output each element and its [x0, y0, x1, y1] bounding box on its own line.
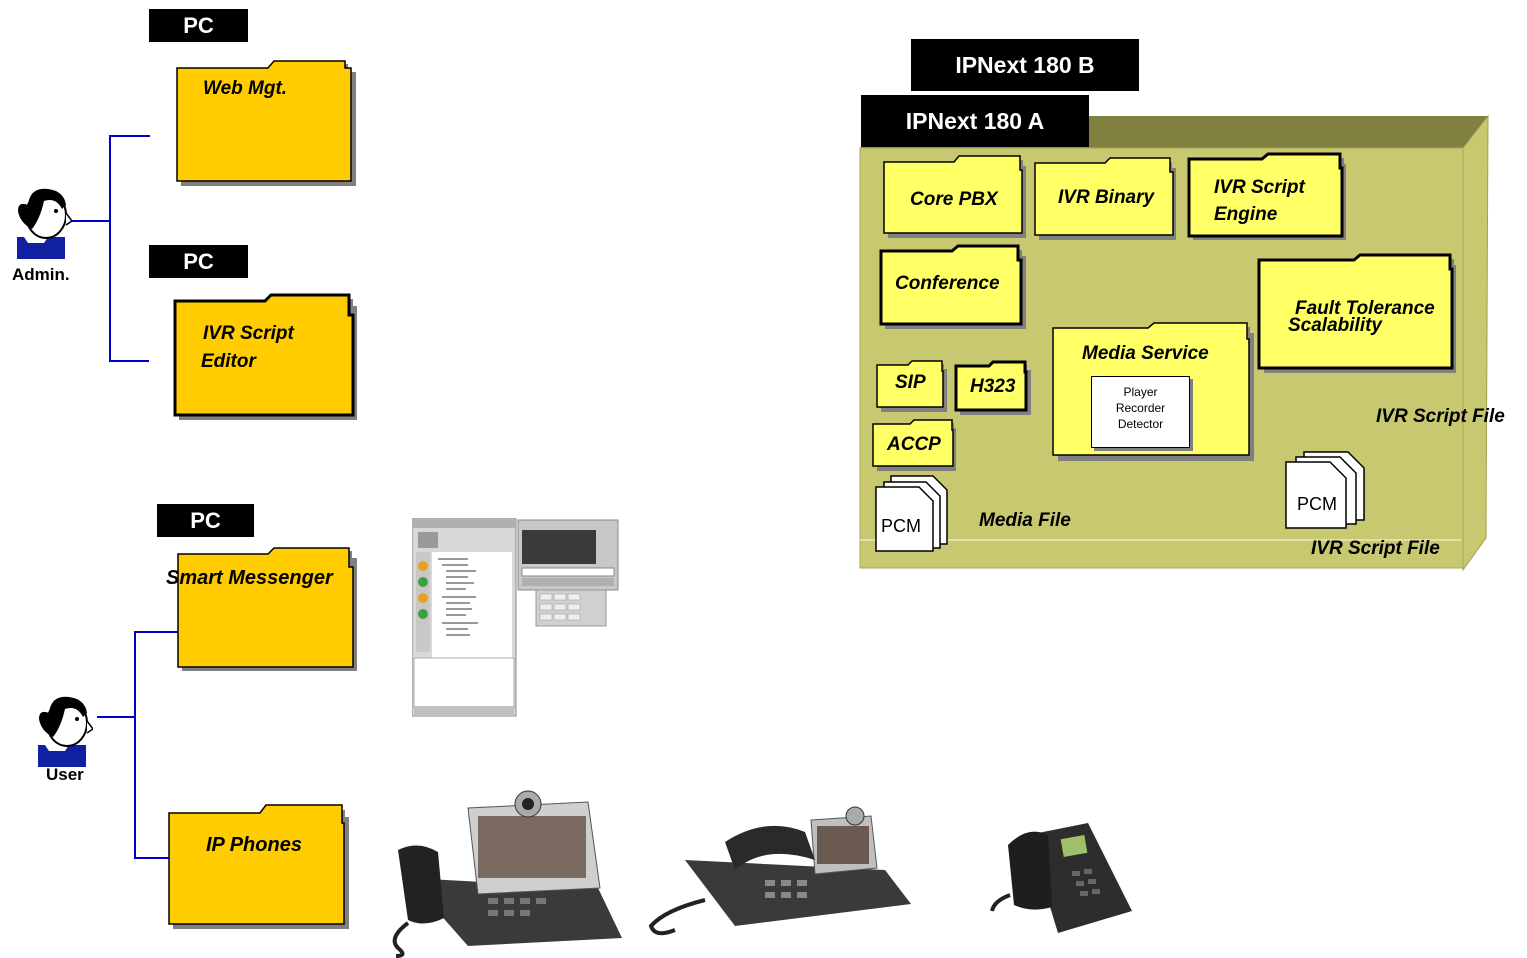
ivr-script-file-label-top: IVR Script File	[1376, 406, 1505, 427]
media-service-folder[interactable]: Media Service Player Recorder Detector	[1052, 322, 1254, 461]
folder-icon	[883, 155, 1026, 238]
ip-phones-folder[interactable]: IP Phones	[167, 804, 349, 929]
pcm-left-label: PCM	[881, 516, 921, 536]
pc-label-messenger: PC	[157, 504, 254, 537]
admin-connector-top	[109, 135, 150, 137]
ipnext-b-label: IPNext 180 B	[911, 39, 1139, 91]
folder-icon	[177, 547, 357, 671]
core-pbx-label: Core PBX	[910, 189, 998, 210]
video-phone-1	[392, 790, 622, 958]
user-connector-bottom	[134, 857, 169, 859]
folder-icon	[173, 293, 357, 420]
media-service-label: Media Service	[1082, 343, 1209, 364]
pc-label-editor: PC	[149, 245, 248, 278]
folder-icon	[1257, 253, 1456, 373]
user-connector-v	[134, 631, 136, 859]
folder-icon	[1187, 152, 1346, 240]
player-label: Player	[1123, 385, 1158, 399]
file-stack-icon	[1285, 451, 1365, 529]
web-mgt-folder[interactable]: Web Mgt.	[175, 60, 356, 186]
pcm-file-stack-left: PCM	[873, 474, 953, 552]
fault-tolerance-label-2: Scalability	[1288, 315, 1382, 336]
detector-label: Detector	[1117, 417, 1164, 431]
accp-label: ACCP	[887, 434, 941, 455]
core-pbx-folder[interactable]: Core PBX	[883, 155, 1026, 238]
pcm-right-label: PCM	[1297, 494, 1337, 514]
ipnext-a-label: IPNext 180 A	[861, 95, 1089, 147]
smart-messenger-screenshot	[412, 518, 619, 717]
sip-label: SIP	[895, 372, 926, 393]
admin-label: Admin.	[12, 265, 70, 284]
conference-folder[interactable]: Conference	[879, 244, 1026, 329]
ivr-binary-label: IVR Binary	[1058, 187, 1155, 208]
user-label: User	[46, 765, 84, 784]
pc-label-web: PC	[149, 9, 248, 42]
smart-messenger-folder[interactable]: Smart Messenger	[166, 547, 357, 671]
video-phone-2	[648, 806, 911, 936]
file-stack-icon	[875, 475, 948, 552]
ivr-script-file-label-bottom: IVR Script File	[1311, 538, 1440, 559]
fault-tolerance-label-1: Fault Tolerance	[1295, 298, 1435, 319]
folder-icon	[954, 360, 1031, 415]
smart-messenger-label: Smart Messenger	[166, 567, 333, 589]
web-mgt-label: Web Mgt.	[203, 78, 288, 99]
media-file-label: Media File	[979, 510, 1071, 531]
admin-connector-v	[109, 135, 111, 361]
ip-phone-3	[990, 823, 1132, 933]
h323-label: H323	[970, 376, 1016, 397]
ivr-script-editor-folder[interactable]: IVR Script Editor	[173, 293, 357, 420]
h323-folder[interactable]: H323	[954, 360, 1031, 415]
admin-person-icon	[17, 188, 72, 259]
ivr-script-editor-label-2: Editor	[201, 351, 256, 372]
folder-icon	[168, 804, 349, 929]
folder-icon	[176, 60, 356, 186]
folder-icon	[872, 419, 956, 471]
ivr-binary-folder[interactable]: IVR Binary	[1034, 157, 1176, 240]
admin-connector-bottom	[109, 360, 149, 362]
folder-icon	[876, 360, 947, 412]
folder-icon	[1034, 157, 1176, 240]
media-subcomponents-box: Player Recorder Detector	[1091, 376, 1190, 448]
pcm-file-stack-right: PCM	[1284, 450, 1368, 530]
admin-connector-h	[72, 220, 110, 222]
ivr-script-engine-label-2: Engine	[1214, 204, 1278, 225]
folder-icon	[879, 244, 1026, 329]
ip-phones-label: IP Phones	[206, 834, 302, 856]
user-connector-h	[97, 716, 135, 718]
conference-label: Conference	[895, 273, 1000, 294]
accp-folder[interactable]: ACCP	[872, 419, 956, 471]
sip-folder[interactable]: SIP	[876, 360, 947, 412]
user-person-icon	[38, 696, 93, 767]
fault-tolerance-folder[interactable]: Fault Tolerance Scalability	[1257, 253, 1456, 373]
ivr-script-editor-label-1: IVR Script	[203, 323, 294, 344]
ivr-script-engine-folder[interactable]: IVR Script Engine	[1187, 152, 1346, 240]
ivr-script-engine-label-1: IVR Script	[1214, 177, 1305, 198]
recorder-label: Recorder	[1115, 401, 1166, 415]
user-connector-top	[134, 631, 178, 633]
